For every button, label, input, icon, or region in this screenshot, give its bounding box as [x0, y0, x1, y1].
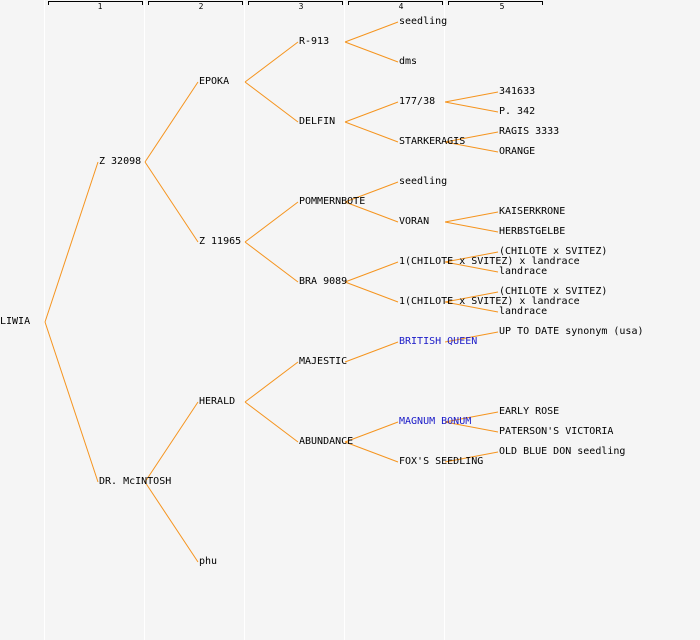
- pedigree-link: [144, 481, 199, 563]
- generation-header-bracket: [448, 1, 543, 5]
- node-orange[interactable]: ORANGE: [499, 146, 536, 157]
- node-p342[interactable]: P. 342: [499, 106, 536, 117]
- pedigree-link: [344, 201, 399, 223]
- node-pommernbote[interactable]: POMMERNBOTE: [299, 196, 366, 207]
- generation-number: 1: [97, 2, 103, 11]
- node-177-38[interactable]: 177/38: [399, 96, 436, 107]
- node-epoka[interactable]: EPOKA: [199, 76, 230, 87]
- pedigree-link: [444, 411, 499, 423]
- node-herbstgelbe[interactable]: HERBSTGELBE: [499, 226, 566, 237]
- pedigree-link: [444, 211, 499, 223]
- node-ragis-3333[interactable]: RAGIS 3333: [499, 126, 560, 137]
- node-dms[interactable]: dms: [399, 56, 418, 67]
- pedigree-link: [344, 261, 399, 283]
- column-divider: [344, 0, 345, 640]
- node-z32098[interactable]: Z 32098: [99, 156, 142, 167]
- pedigree-link: [344, 341, 399, 363]
- pedigree-link: [444, 221, 499, 233]
- pedigree-link: [44, 321, 99, 483]
- pedigree-link: [444, 91, 499, 103]
- generation-header-bracket: [148, 1, 243, 5]
- node-z11965[interactable]: Z 11965: [199, 236, 242, 247]
- pedigree-link: [444, 291, 499, 303]
- node-early-rose[interactable]: EARLY ROSE: [499, 406, 560, 417]
- pedigree-link: [344, 181, 399, 203]
- node-old-blue-don[interactable]: OLD BLUE DON seedling: [499, 446, 626, 457]
- pedigree-link: [244, 241, 299, 283]
- generation-number: 5: [499, 2, 505, 11]
- node-foxs-seedling[interactable]: FOX'S SEEDLING: [399, 456, 484, 467]
- pedigree-link: [344, 101, 399, 123]
- node-chilote-svitez[interactable]: (CHILOTE x SVITEZ): [499, 286, 608, 297]
- node-magnum-bonum[interactable]: MAGNUM BONUM: [399, 416, 472, 427]
- pedigree-link: [44, 161, 99, 323]
- node-voran[interactable]: VORAN: [399, 216, 430, 227]
- pedigree-link: [344, 281, 399, 303]
- pedigree-link: [444, 451, 499, 463]
- node-kaiserkrone[interactable]: KAISERKRONE: [499, 206, 566, 217]
- column-divider: [44, 0, 45, 640]
- pedigree-link: [244, 81, 299, 123]
- node-seedling[interactable]: seedling: [399, 176, 448, 187]
- pedigree-link: [444, 251, 499, 263]
- pedigree-link: [144, 401, 199, 483]
- pedigree-link: [244, 201, 299, 243]
- pedigree-link: [444, 301, 499, 313]
- pedigree-link: [344, 441, 399, 463]
- node-starkeragis[interactable]: STARKERAGIS: [399, 136, 466, 147]
- generation-number: 4: [398, 2, 404, 11]
- generation-number: 2: [198, 2, 204, 11]
- generation-header-bracket: [48, 1, 143, 5]
- node-landrace[interactable]: landrace: [499, 266, 548, 277]
- pedigree-link: [444, 331, 499, 343]
- node-seedling[interactable]: seedling: [399, 16, 448, 27]
- node-chilote-svitez[interactable]: (CHILOTE x SVITEZ): [499, 246, 608, 257]
- pedigree-link: [344, 421, 399, 443]
- column-divider: [444, 0, 445, 640]
- node-dr-mcintosh[interactable]: DR. McINTOSH: [99, 476, 172, 487]
- node-herald[interactable]: HERALD: [199, 396, 236, 407]
- node-liwia[interactable]: LIWIA: [0, 316, 31, 327]
- pedigree-link: [444, 141, 499, 153]
- pedigree-link: [344, 41, 399, 63]
- generation-header-bracket: [348, 1, 443, 5]
- pedigree-link: [244, 41, 299, 83]
- node-landrace[interactable]: landrace: [499, 306, 548, 317]
- pedigree-link: [444, 101, 499, 113]
- node-341633[interactable]: 341633: [499, 86, 536, 97]
- column-divider: [144, 0, 145, 640]
- column-divider: [244, 0, 245, 640]
- pedigree-link: [144, 81, 199, 163]
- node-phu[interactable]: phu: [199, 556, 218, 567]
- pedigree-link: [344, 21, 399, 43]
- node-r913[interactable]: R-913: [299, 36, 330, 47]
- pedigree-link: [144, 161, 199, 243]
- node-abundance[interactable]: ABUNDANCE: [299, 436, 354, 447]
- pedigree-link: [444, 421, 499, 433]
- node-patersons-victoria[interactable]: PATERSON'S VICTORIA: [499, 426, 614, 437]
- pedigree-link: [444, 261, 499, 273]
- generation-number: 3: [298, 2, 304, 11]
- generation-header-bracket: [248, 1, 343, 5]
- pedigree-link: [244, 401, 299, 443]
- pedigree-link: [344, 121, 399, 143]
- node-delfin[interactable]: DELFIN: [299, 116, 336, 127]
- pedigree-link: [244, 361, 299, 403]
- node-chilote-cross[interactable]: 1(CHILOTE x SVITEZ) x landrace: [399, 256, 580, 267]
- pedigree-link: [444, 131, 499, 143]
- node-majestic[interactable]: MAJESTIC: [299, 356, 348, 367]
- node-british-queen[interactable]: BRITISH QUEEN: [399, 336, 478, 347]
- node-bra9089[interactable]: BRA 9089: [299, 276, 348, 287]
- node-up-to-date[interactable]: UP TO DATE synonym (usa): [499, 326, 644, 337]
- node-chilote-cross[interactable]: 1(CHILOTE x SVITEZ) x landrace: [399, 296, 580, 307]
